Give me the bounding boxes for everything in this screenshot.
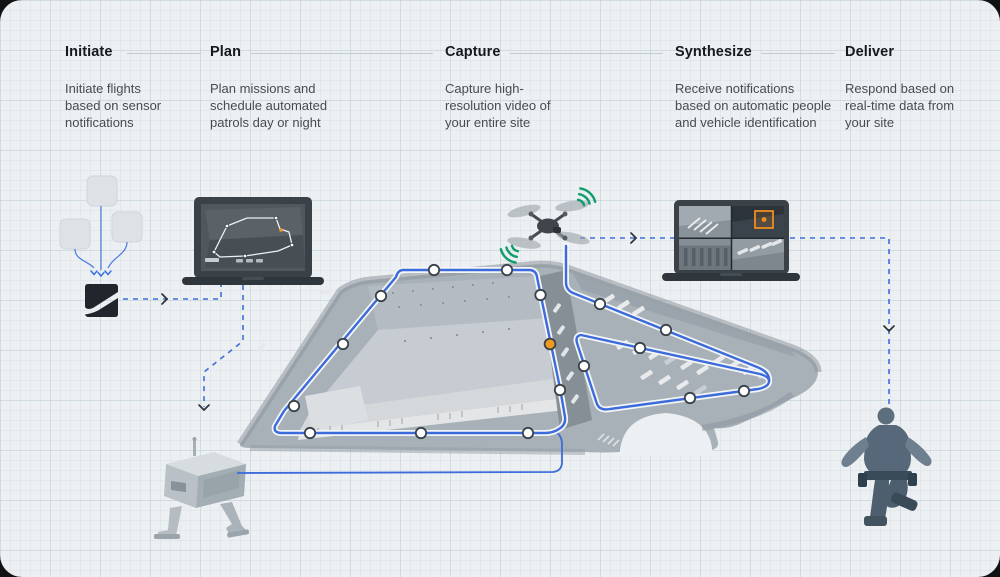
step-description: Capture high-resolution video of your en…	[445, 81, 551, 131]
flow-arrowheads	[161, 232, 895, 412]
waypoints	[287, 263, 751, 440]
signal-arcs	[499, 187, 597, 264]
step-divider	[251, 53, 433, 54]
step-deliver: Deliver Respond based on real-time data …	[845, 44, 971, 131]
step-synthesize: Synthesize Receive notifications based o…	[675, 44, 833, 131]
camera-feed-grid	[679, 206, 784, 270]
step-divider	[510, 53, 663, 54]
active-waypoint	[543, 337, 557, 351]
step-capture: Capture Capture high-resolution video of…	[445, 44, 571, 131]
step-title: Deliver	[845, 44, 895, 60]
step-plan: Plan Plan missions and schedule automate…	[210, 44, 362, 131]
step-title: Synthesize	[675, 44, 752, 60]
step-title: Capture	[445, 44, 501, 60]
step-title: Initiate	[65, 44, 113, 60]
step-description: Plan missions and schedule automated pat…	[210, 81, 328, 131]
step-title: Plan	[210, 44, 242, 60]
patrol-drone	[499, 187, 597, 264]
sensor-nodes	[59, 175, 143, 278]
sensor-arrowheads	[90, 270, 112, 278]
step-description: Respond based on real-time data from you…	[845, 81, 955, 131]
step-divider	[761, 53, 835, 54]
brand-logo	[85, 284, 118, 317]
step-initiate: Initiate Initiate flights based on senso…	[65, 44, 173, 131]
mission-path-preview	[211, 215, 295, 259]
facility-aerial-map	[237, 260, 822, 456]
step-divider	[127, 53, 201, 54]
security-guard	[841, 407, 932, 526]
detection-box	[754, 210, 774, 229]
planning-laptop	[182, 197, 324, 285]
monitoring-laptop	[662, 200, 800, 281]
step-description: Receive notifications based on automatic…	[675, 81, 832, 131]
step-description: Initiate flights based on sensor notific…	[65, 81, 162, 131]
dock-station-icon	[154, 437, 250, 539]
flight-path	[236, 243, 773, 474]
